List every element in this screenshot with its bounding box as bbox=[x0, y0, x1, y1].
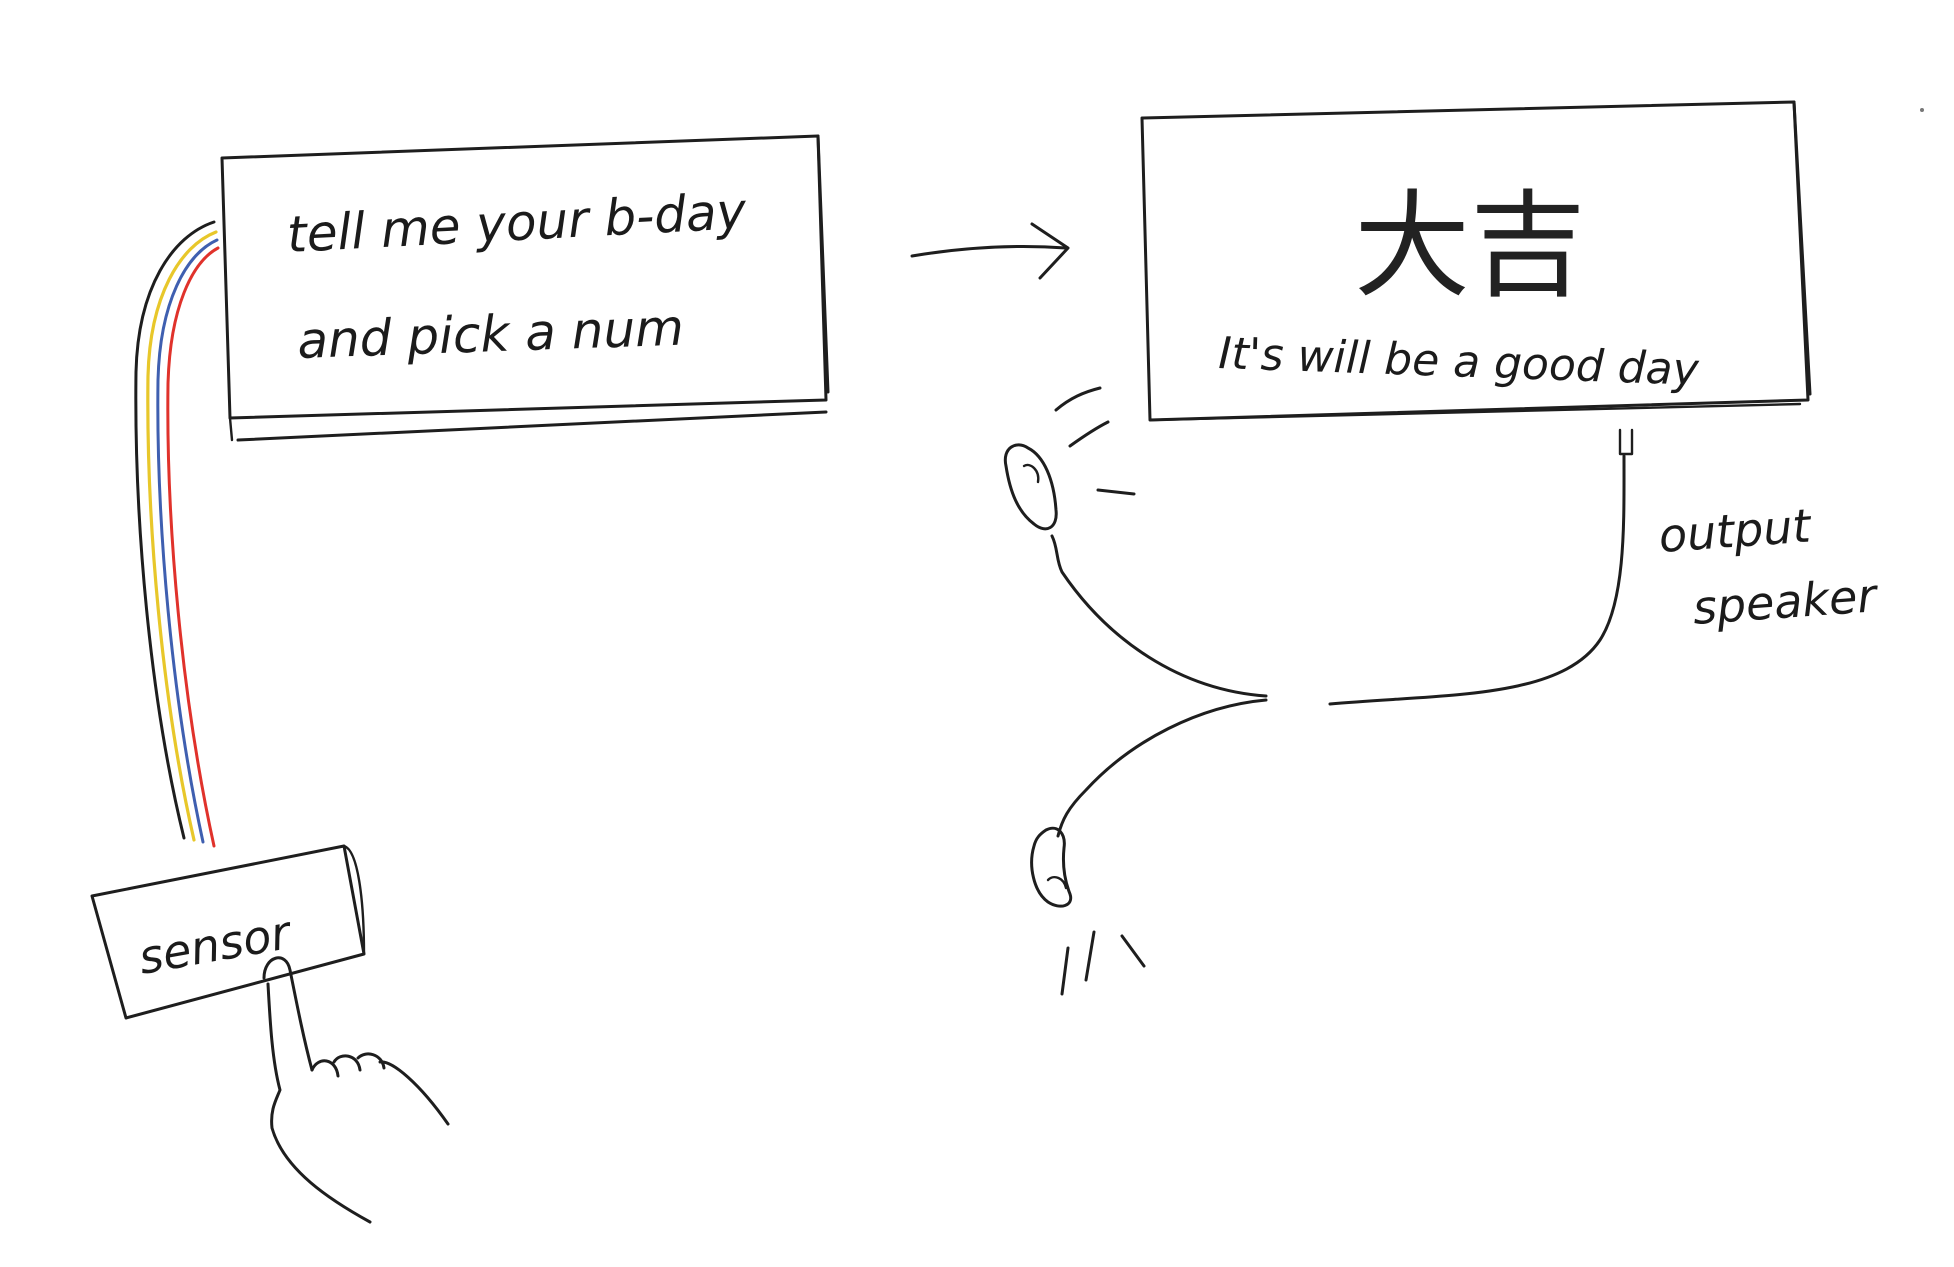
speaker-earbud-icon bbox=[1003, 443, 1058, 531]
arrow-right-icon bbox=[910, 222, 1070, 280]
stray-mark bbox=[1920, 108, 1924, 112]
speaker-earbud-icon-2 bbox=[1030, 826, 1073, 908]
sound-waves-icon bbox=[1054, 386, 1136, 496]
speaker-label-line-1: output bbox=[1657, 498, 1814, 563]
output-panel: 大吉 It's will be a good day bbox=[1140, 100, 1812, 422]
sensor-device: sensor bbox=[90, 844, 366, 1020]
input-panel: tell me your b-day and pick a num bbox=[220, 134, 830, 442]
speaker-label: output speaker bbox=[1657, 498, 1881, 635]
sensor-label: sensor bbox=[135, 905, 298, 985]
output-message: It's will be a good day bbox=[1218, 328, 1701, 396]
input-line-1: tell me your b-day bbox=[286, 182, 749, 264]
input-line-2: and pick a num bbox=[296, 299, 684, 370]
sensor-wires bbox=[134, 220, 220, 848]
fortune-text: 大吉 bbox=[1354, 179, 1586, 314]
sound-waves-icon-bottom bbox=[1060, 930, 1146, 996]
speaker-cable bbox=[1050, 428, 1634, 838]
pointing-hand-icon bbox=[262, 956, 450, 1224]
speaker-label-line-2: speaker bbox=[1691, 568, 1881, 635]
